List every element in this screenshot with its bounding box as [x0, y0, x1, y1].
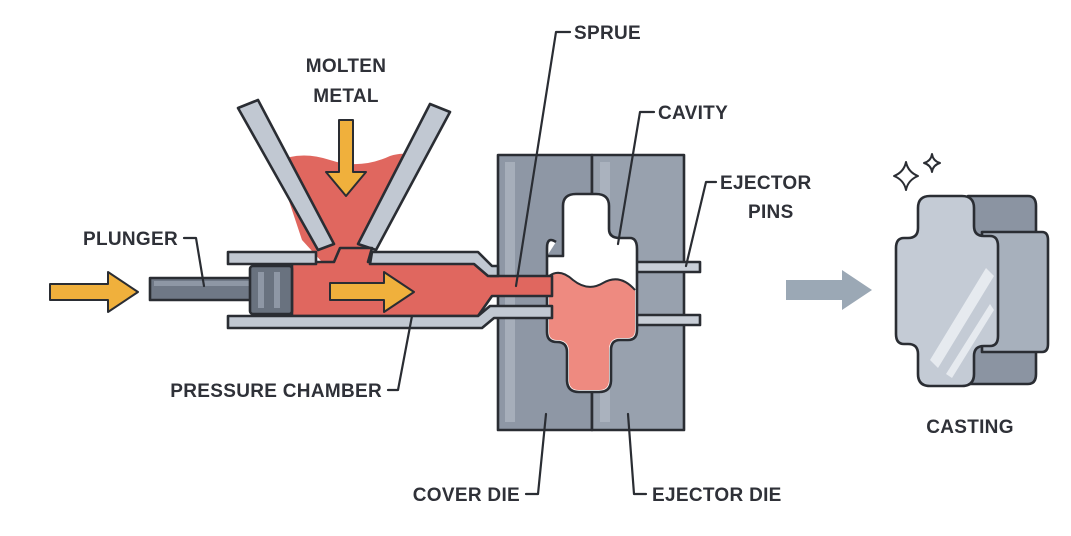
hopper: [236, 98, 452, 262]
plunger-label: PLUNGER: [83, 229, 178, 250]
cavity-leader: [616, 110, 656, 246]
cavity-metal-fill: [549, 272, 635, 390]
flow-arrows: [49, 119, 415, 313]
plunger-leader: [182, 236, 206, 288]
plunger-head-ring-2: [274, 272, 280, 308]
ejector-pin-upper: [626, 260, 702, 274]
casting-shine: [930, 268, 994, 368]
plunger-head-ring: [258, 272, 264, 308]
sparkle-icon-large: [893, 161, 919, 191]
sparkle-icons: [893, 153, 941, 191]
sprue-leader: [514, 30, 572, 288]
funnel-wall-right: [356, 102, 452, 252]
plunger: [148, 264, 294, 316]
chamber-wall-top-right: [368, 250, 500, 278]
chamber-wall-top-left: [226, 250, 318, 266]
plunger-head: [248, 264, 294, 316]
cavity-label: CAVITY: [658, 103, 728, 124]
cover-die-leader: [524, 412, 548, 496]
molten-metal-label-line1: MOLTEN: [306, 56, 387, 77]
chamber-wall-bottom: [226, 304, 554, 330]
ejector-pins-leader: [684, 180, 718, 268]
casting-shine-2: [946, 304, 994, 378]
casting-label: CASTING: [926, 417, 1014, 438]
ejector-pins-label-line2: PINS: [748, 202, 794, 223]
ejector-die-leader: [626, 412, 648, 496]
ejector-die-label: EJECTOR DIE: [652, 485, 782, 506]
sprue-label: SPRUE: [574, 23, 641, 44]
ejector-pins-label-line1: EJECTOR: [720, 173, 812, 194]
pressure-chamber-label: PRESSURE CHAMBER: [170, 381, 382, 402]
pressure-chamber-leader: [386, 314, 414, 392]
molten-metal-label-line2: METAL: [313, 86, 379, 107]
cavity-metal-surface: [548, 271, 636, 291]
chamber-flow-arrow: [329, 271, 415, 313]
plunger-push-arrow: [49, 271, 139, 313]
output-arrow: [786, 270, 872, 310]
ejector-pin-lower: [626, 313, 702, 327]
cavity: [545, 192, 639, 394]
casting-part: [894, 194, 1050, 388]
molten-metal-down-arrow: [325, 119, 367, 197]
cover-die-label: COVER DIE: [413, 485, 520, 506]
sparkle-icon-small: [923, 153, 941, 173]
leader-lines: [182, 30, 718, 496]
funnel-wall-left: [236, 98, 336, 252]
labels: MOLTEN METAL SPRUE CAVITY EJECTOR PINS P…: [83, 23, 1014, 506]
